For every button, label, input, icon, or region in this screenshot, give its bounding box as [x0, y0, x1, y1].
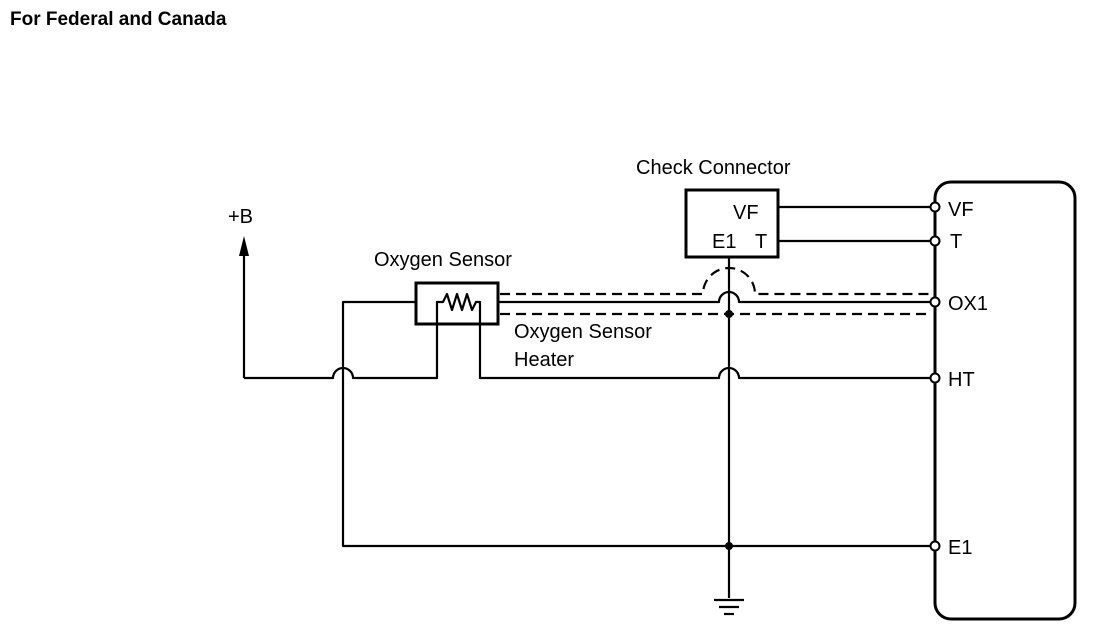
terminal-circle-e1 [929, 540, 941, 552]
ecu-terminal-vf: VF [948, 199, 974, 221]
shield-upper [500, 266, 930, 296]
check-connector-pin-e1: E1 [712, 231, 736, 253]
wire-heater-to-ht [478, 322, 930, 380]
oxygen-sensor-box [414, 281, 500, 326]
ecu-terminal-e1: E1 [948, 537, 972, 559]
diagram-title: For Federal and Canada [10, 9, 227, 30]
wire-sensor-ground-loop [341, 300, 930, 548]
check-connector-pin-vf: VF [733, 202, 759, 224]
wire-power-to-heater [244, 322, 439, 380]
oxygen-sensor-label: Oxygen Sensor [374, 249, 512, 271]
check-connector-pin-t: T [755, 231, 767, 253]
check-connector-label: Check Connector [636, 157, 791, 179]
ecu-terminal-ox1: OX1 [948, 293, 988, 315]
heater-label-line2: Heater [514, 349, 574, 371]
terminal-circle-ox1 [929, 296, 941, 308]
wire-ox1-signal [498, 290, 930, 304]
ground-icon [714, 598, 744, 616]
junction-dot-shield [725, 310, 733, 318]
terminal-circle-t [929, 235, 941, 247]
terminal-circle-vf [929, 201, 941, 213]
power-arrow-icon [239, 236, 249, 256]
heater-element-zigzag [435, 292, 482, 322]
heater-label-line1: Oxygen Sensor [514, 321, 652, 343]
junction-dot-e1 [725, 542, 733, 550]
ecu-terminal-ht: HT [948, 369, 975, 391]
check-connector-box [684, 188, 780, 259]
ecu-block [933, 180, 1077, 621]
ecu-terminal-t: T [950, 231, 962, 253]
power-label: +B [228, 206, 253, 228]
terminal-circle-ht [929, 372, 941, 384]
